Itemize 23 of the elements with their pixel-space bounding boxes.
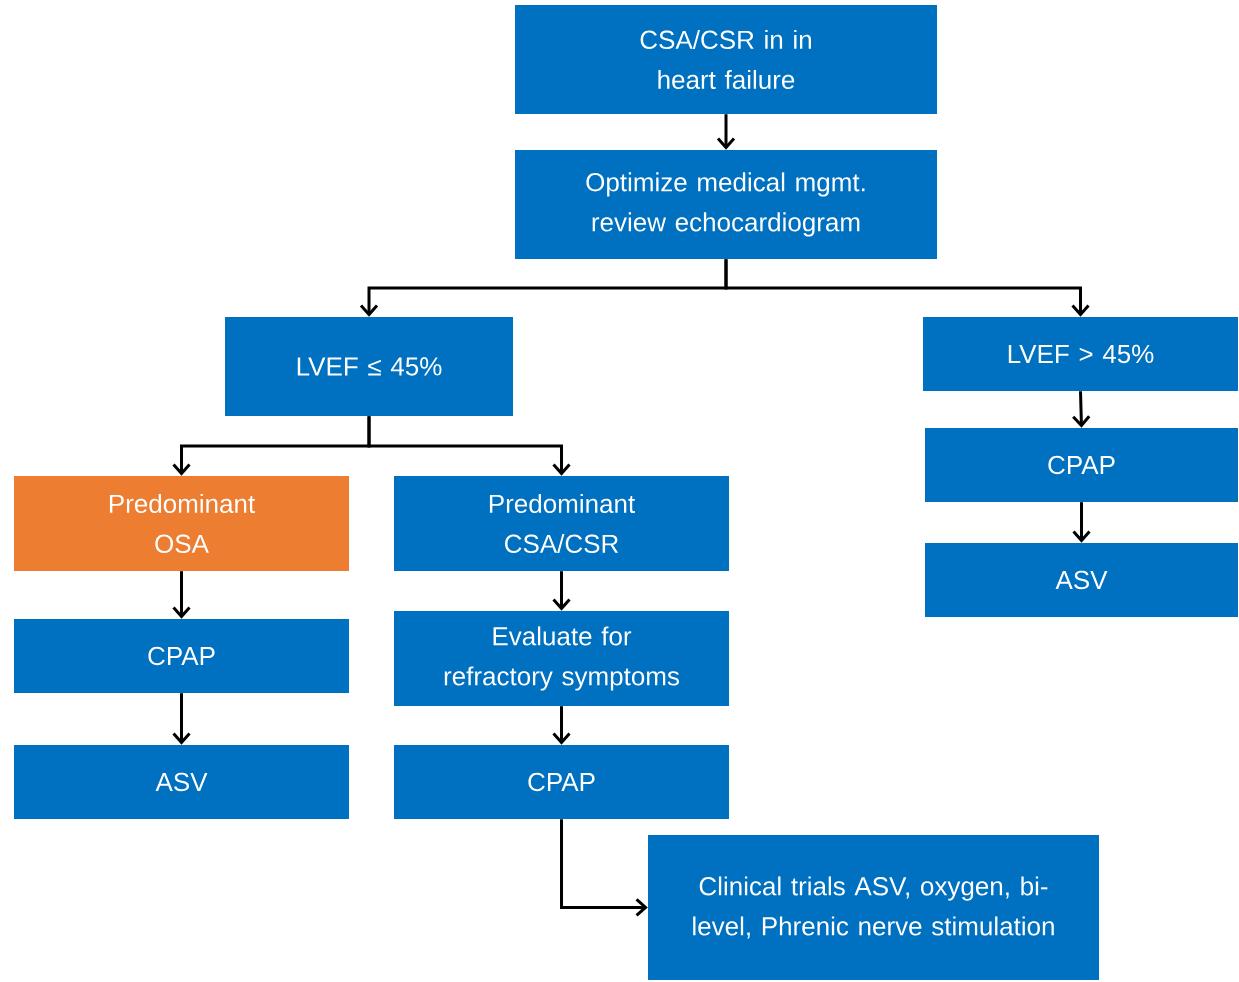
arrow [552, 706, 571, 745]
process-box: Evaluate for refractory symptoms [394, 611, 729, 706]
process-box: CPAP [14, 619, 349, 693]
arrow [172, 571, 191, 619]
arrow [367, 416, 571, 476]
process-box: Optimize medical mgmt. review echocardiogram [515, 150, 937, 259]
process-box: CPAP [925, 428, 1238, 502]
arrow [172, 693, 191, 745]
process-box: ASV [925, 543, 1238, 617]
arrow [1072, 391, 1091, 428]
arrow [716, 114, 736, 150]
process-box: LVEF ≤ 45% [225, 317, 513, 416]
process-box: LVEF > 45% [923, 317, 1238, 391]
process-box: Clinical trials ASV, oxygen, bi-level, Phrenic nerve stimulation [648, 835, 1099, 980]
process-box: Predominant OSA [14, 476, 349, 571]
process-box: CSA/CSR in in heart failure [515, 5, 937, 114]
process-box: Predominant CSA/CSR [394, 476, 729, 571]
arrow [552, 571, 571, 611]
arrow [724, 259, 1090, 317]
arrow [560, 819, 648, 917]
process-box: ASV [14, 745, 349, 819]
process-box: CPAP [394, 745, 729, 819]
arrow [1072, 502, 1091, 543]
